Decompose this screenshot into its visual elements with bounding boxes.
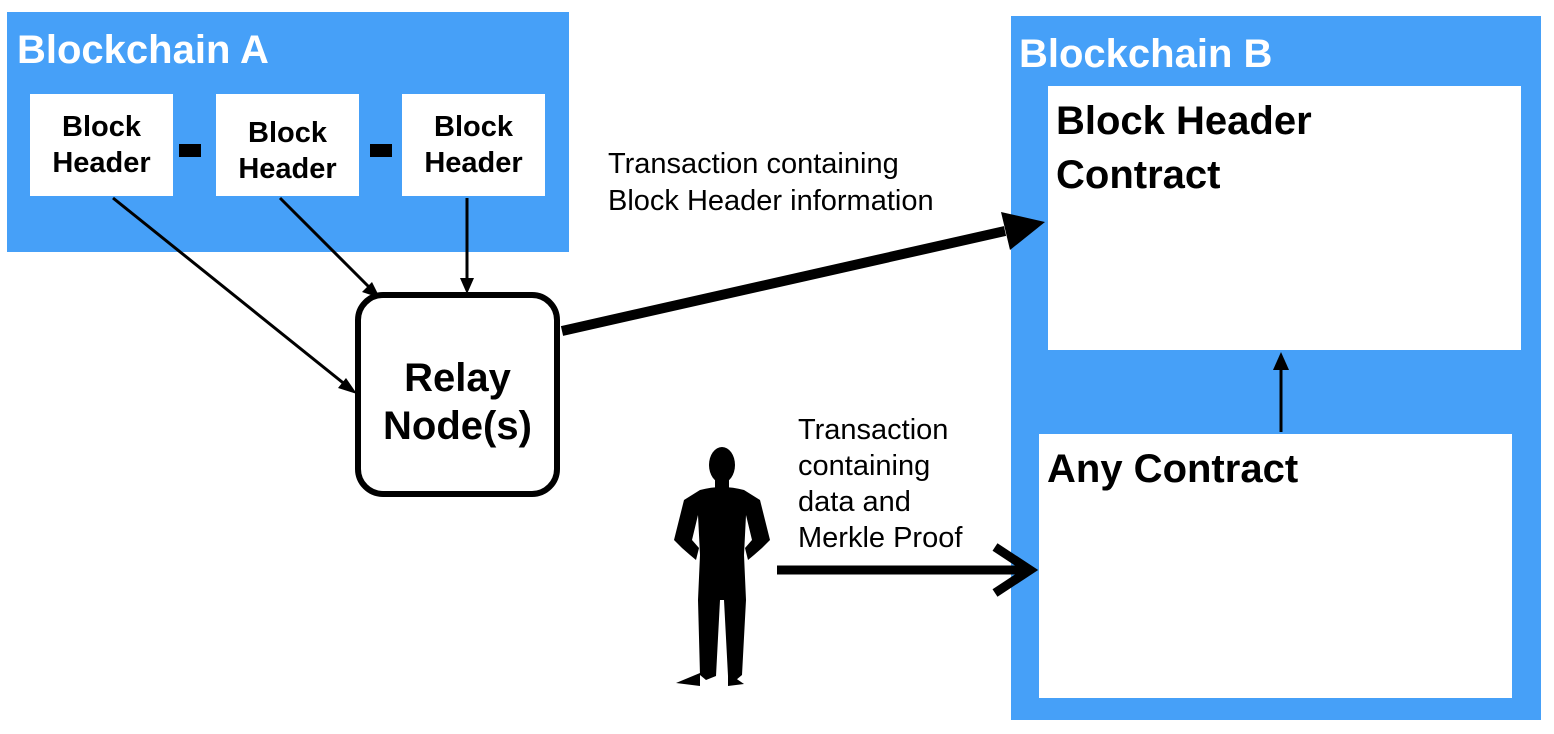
block-header-contract: Block Header Contract <box>1048 86 1521 350</box>
blockchain-b-title: Blockchain B <box>1019 32 1273 76</box>
block-header-3: Block Header <box>402 94 545 196</box>
blockchain-a-container: Blockchain A Block Header Block Header B… <box>7 12 569 252</box>
arrow-relay-to-header-contract <box>560 226 1007 336</box>
blockchain-a-title: Blockchain A <box>17 28 269 72</box>
arrow-header2-to-relay <box>278 196 377 295</box>
block-header-1-label-line1: Block <box>62 111 141 143</box>
arrowhead-any-to-header-contract <box>1273 352 1289 370</box>
tx-header-label-line2: Block Header information <box>608 185 934 217</box>
any-contract-title: Any Contract <box>1047 447 1299 491</box>
arrowhead-header3-to-relay <box>460 278 474 294</box>
tx-merkle-label-line4: Merkle Proof <box>798 522 963 554</box>
chain-link-2 <box>370 144 392 157</box>
block-header-2-label-line1: Block <box>248 117 327 149</box>
arrowhead-header1-to-relay <box>338 378 357 394</box>
arrow-header1-to-relay <box>112 196 353 392</box>
tx-merkle-label-line2: containing <box>798 450 931 482</box>
block-header-1: Block Header <box>30 94 173 196</box>
person-silhouette-icon <box>674 447 770 686</box>
relay-nodes-label-line2: Node(s) <box>383 404 532 448</box>
block-header-contract-title-line1: Block Header <box>1056 99 1312 143</box>
tx-header-label-line1: Transaction containing <box>608 148 899 180</box>
tx-merkle-label-line1: Transaction <box>798 414 949 446</box>
tx-merkle-label-line3: data and <box>798 486 911 518</box>
block-header-3-label-line2: Header <box>424 147 523 179</box>
block-header-3-label-line1: Block <box>434 111 513 143</box>
arrowhead-user-to-any-contract <box>992 543 1039 597</box>
relay-nodes-box: Relay Node(s) <box>355 292 560 497</box>
block-header-2: Block Header <box>216 94 359 196</box>
block-header-2-label-line2: Header <box>238 153 337 185</box>
relay-nodes-label-line1: Relay <box>404 356 511 400</box>
chain-link-1 <box>179 144 201 157</box>
arrowhead-header2-to-relay <box>362 282 380 298</box>
any-contract: Any Contract <box>1039 434 1512 698</box>
block-header-contract-title-line2: Contract <box>1056 153 1221 197</box>
block-header-1-label-line2: Header <box>52 147 151 179</box>
arrowhead-relay-to-header-contract <box>1001 212 1045 250</box>
